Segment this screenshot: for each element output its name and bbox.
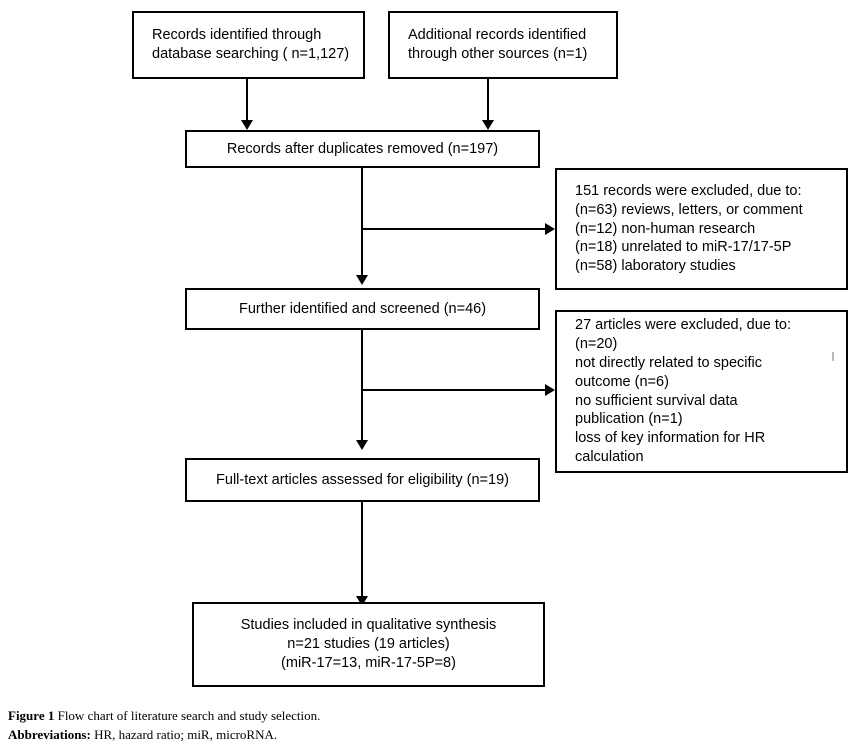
arrowhead-to-excluded-articles xyxy=(545,384,555,396)
caption-figure-label: Figure 1 xyxy=(8,708,55,723)
node-records-excluded: 151 records were excluded, due to: (n=63… xyxy=(555,168,848,290)
caption-line-abbreviations: Abbreviations: HR, hazard ratio; miR, mi… xyxy=(8,725,608,744)
node-records-excluded-text: 151 records were excluded, due to: (n=63… xyxy=(575,182,803,275)
arrowhead-duplicates-to-screened xyxy=(356,275,368,285)
node-records-identified-database-text: Records identified through database sear… xyxy=(152,27,350,62)
node-fulltext-assessed: Full-text articles assessed for eligibil… xyxy=(185,458,540,502)
connector-line-screened-to-fulltext xyxy=(361,330,363,442)
arrowhead-fulltext-to-included xyxy=(356,596,368,606)
node-further-identified-screened: Further identified and screened (n=46) xyxy=(185,288,540,330)
figure-caption: Figure 1 Flow chart of literature search… xyxy=(8,706,608,744)
node-records-after-duplicates-removed-text: Records after duplicates removed (n=197) xyxy=(226,140,499,157)
node-articles-excluded-text: 27 articles were excluded, due to: (n=20… xyxy=(575,317,792,466)
caption-line-title: Figure 1 Flow chart of literature search… xyxy=(8,706,608,725)
connector-line-other-to-duplicates xyxy=(487,79,489,123)
connector-line-to-excluded-records xyxy=(361,228,547,230)
arrowhead-db-to-duplicates xyxy=(241,120,253,130)
connector-line-to-excluded-articles xyxy=(361,389,547,391)
arrowhead-screened-to-fulltext xyxy=(356,440,368,450)
node-additional-records-other-sources-text: Additional records identified through ot… xyxy=(408,27,588,62)
node-fulltext-assessed-text: Full-text articles assessed for eligibil… xyxy=(216,471,509,488)
node-records-after-duplicates-removed: Records after duplicates removed (n=197) xyxy=(185,130,540,168)
node-studies-included: Studies included in qualitative synthesi… xyxy=(192,602,545,687)
arrowhead-other-to-duplicates xyxy=(482,120,494,130)
caption-abbreviations-text: HR, hazard ratio; miR, microRNA. xyxy=(94,727,278,743)
node-records-identified-database: Records identified through database sear… xyxy=(132,11,365,79)
caption-figure-text: Flow chart of literature search and stud… xyxy=(57,708,321,723)
caption-abbreviations-label: Abbreviations: xyxy=(8,727,91,743)
scan-artifact-speck xyxy=(832,352,834,361)
node-studies-included-text: Studies included in qualitative synthesi… xyxy=(240,617,497,671)
connector-line-fulltext-to-included xyxy=(361,502,363,600)
node-further-identified-screened-text: Further identified and screened (n=46) xyxy=(238,300,487,317)
node-additional-records-other-sources: Additional records identified through ot… xyxy=(388,11,618,79)
arrowhead-to-excluded-records xyxy=(545,223,555,235)
connector-line-db-to-duplicates xyxy=(246,79,248,123)
connector-line-duplicates-to-screened xyxy=(361,168,363,278)
node-articles-excluded: 27 articles were excluded, due to: (n=20… xyxy=(555,310,848,473)
